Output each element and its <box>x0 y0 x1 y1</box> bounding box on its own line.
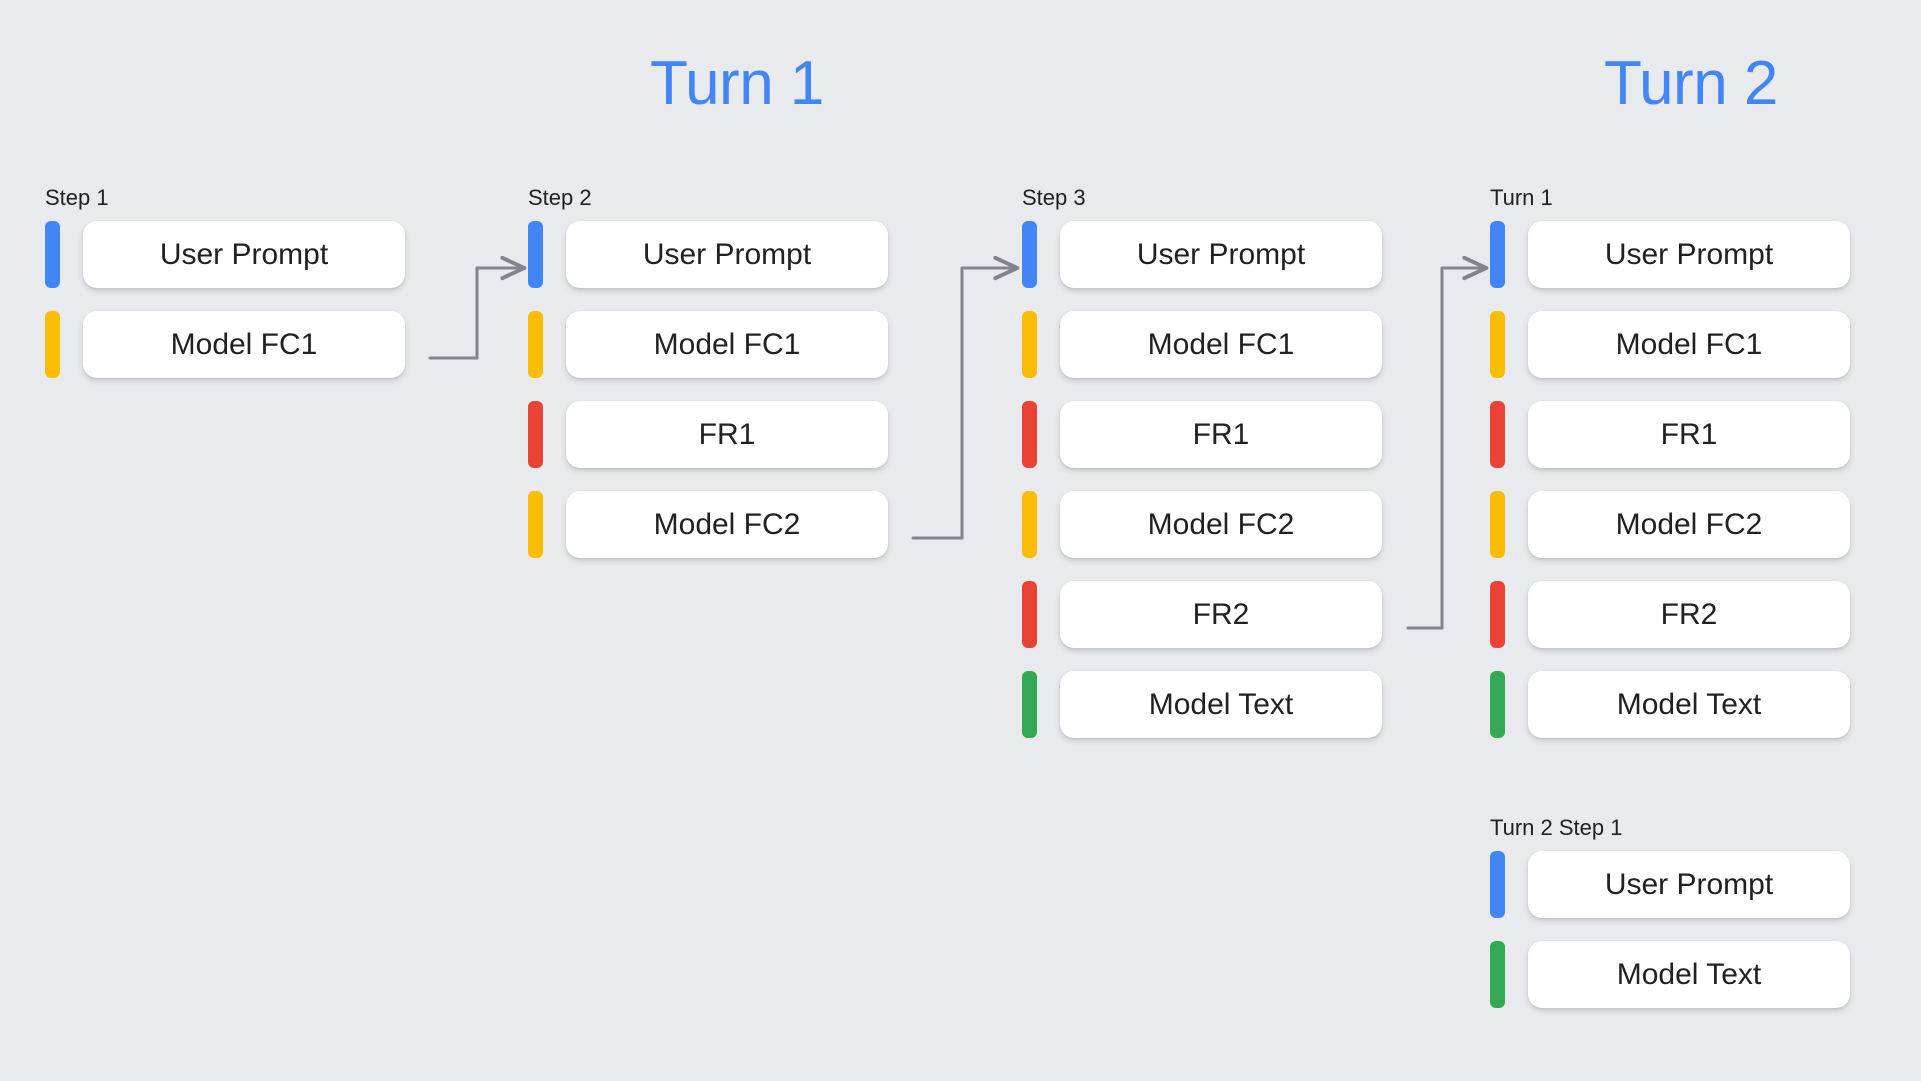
message-row: FR2 <box>1022 581 1382 648</box>
message-card[interactable]: Model FC1 <box>83 311 405 378</box>
arrow-step3-to-turn1 <box>1406 268 1484 630</box>
message-card[interactable]: User Prompt <box>83 221 405 288</box>
accent-bar-user-prompt <box>1490 851 1505 918</box>
message-card[interactable]: User Prompt <box>1060 221 1382 288</box>
turn-1-title: Turn 1 <box>650 49 824 118</box>
message-card[interactable]: User Prompt <box>1528 221 1850 288</box>
accent-bar-model-function-call <box>45 311 60 378</box>
message-row: User Prompt <box>1490 221 1850 288</box>
message-row: User Prompt <box>45 221 405 288</box>
message-row: Model FC1 <box>1022 311 1382 378</box>
message-card[interactable]: Model Text <box>1528 671 1850 738</box>
column-label-turn-1: Turn 1 <box>1490 185 1553 210</box>
turn-2-title: Turn 2 <box>1604 49 1778 118</box>
message-row: User Prompt <box>1022 221 1382 288</box>
accent-bar-function-response <box>1490 581 1505 648</box>
accent-bar-user-prompt <box>1022 221 1037 288</box>
message-row: Model Text <box>1490 941 1850 1008</box>
accent-bar-function-response <box>1022 581 1037 648</box>
message-card[interactable]: FR1 <box>1060 401 1382 468</box>
message-row: Model Text <box>1490 671 1850 738</box>
message-row: FR2 <box>1490 581 1850 648</box>
message-card[interactable]: FR1 <box>1528 401 1850 468</box>
message-card[interactable]: FR2 <box>1060 581 1382 648</box>
accent-bar-model-text <box>1022 671 1037 738</box>
accent-bar-user-prompt <box>45 221 60 288</box>
message-row: Model FC2 <box>1490 491 1850 558</box>
accent-bar-function-response <box>528 401 543 468</box>
accent-bar-model-function-call <box>1022 311 1037 378</box>
accent-bar-model-function-call <box>1022 491 1037 558</box>
accent-bar-model-text <box>1490 671 1505 738</box>
message-card[interactable]: Model Text <box>1528 941 1850 1008</box>
message-row: Model Text <box>1022 671 1382 738</box>
message-row: User Prompt <box>1490 851 1850 918</box>
accent-bar-model-function-call <box>528 491 543 558</box>
accent-bar-user-prompt <box>528 221 543 288</box>
accent-bar-model-function-call <box>1490 311 1505 378</box>
accent-bar-function-response <box>1022 401 1037 468</box>
column-label-turn-2-step-1: Turn 2 Step 1 <box>1490 815 1623 840</box>
message-row: FR1 <box>1490 401 1850 468</box>
message-row: Model FC1 <box>1490 311 1850 378</box>
accent-bar-model-function-call <box>528 311 543 378</box>
arrow-step2-to-step3 <box>911 268 1015 540</box>
message-card[interactable]: Model Text <box>1060 671 1382 738</box>
accent-bar-function-response <box>1490 401 1505 468</box>
message-card[interactable]: User Prompt <box>566 221 888 288</box>
column-label-step-2: Step 2 <box>528 185 592 210</box>
message-row: Model FC2 <box>1022 491 1382 558</box>
message-row: Model FC2 <box>528 491 888 558</box>
message-row: Model FC1 <box>45 311 405 378</box>
message-row: FR1 <box>1022 401 1382 468</box>
message-card[interactable]: FR2 <box>1528 581 1850 648</box>
message-card[interactable]: Model FC1 <box>566 311 888 378</box>
message-card[interactable]: Model FC1 <box>1528 311 1850 378</box>
message-card[interactable]: Model FC1 <box>1060 311 1382 378</box>
message-row: Model FC1 <box>528 311 888 378</box>
message-row: User Prompt <box>528 221 888 288</box>
message-card[interactable]: User Prompt <box>1528 851 1850 918</box>
accent-bar-model-function-call <box>1490 491 1505 558</box>
message-card[interactable]: Model FC2 <box>566 491 888 558</box>
arrow-step1-to-step2 <box>428 268 522 360</box>
message-card[interactable]: Model FC2 <box>1060 491 1382 558</box>
column-label-step-1: Step 1 <box>45 185 109 210</box>
accent-bar-user-prompt <box>1490 221 1505 288</box>
message-card[interactable]: Model FC2 <box>1528 491 1850 558</box>
column-label-step-3: Step 3 <box>1022 185 1086 210</box>
message-row: FR1 <box>528 401 888 468</box>
accent-bar-model-text <box>1490 941 1505 1008</box>
message-card[interactable]: FR1 <box>566 401 888 468</box>
